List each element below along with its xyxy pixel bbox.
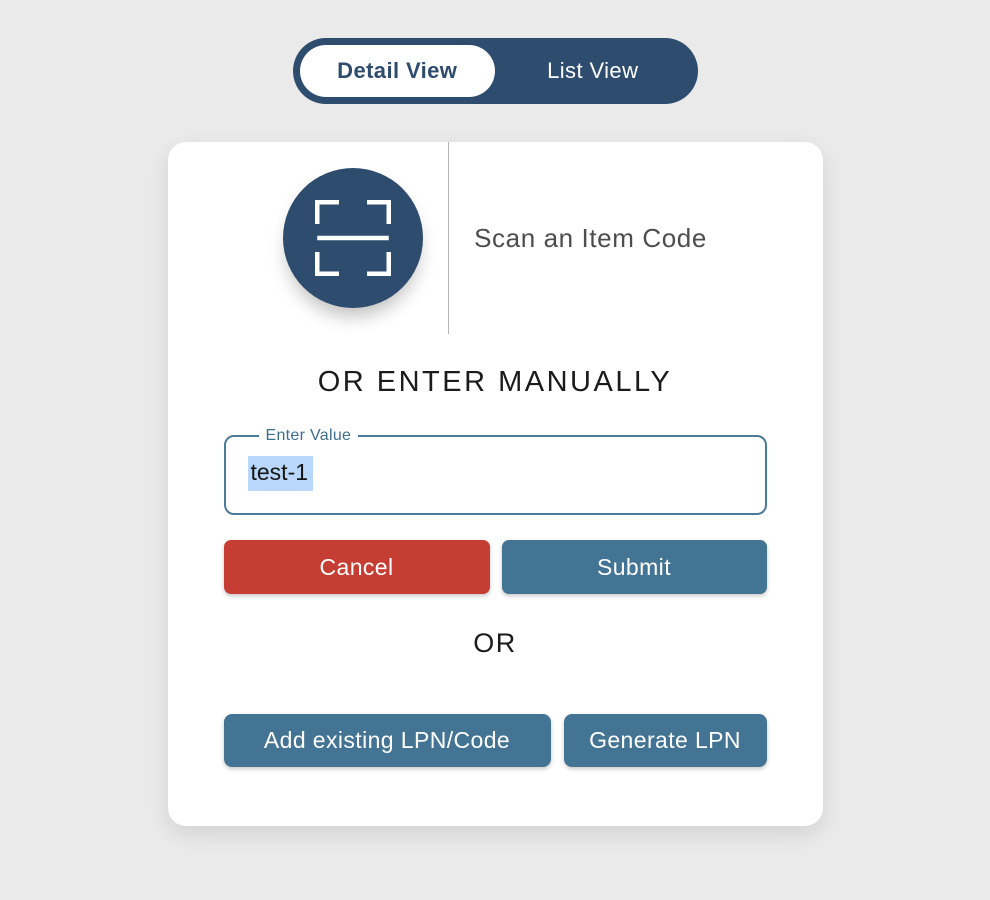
generate-lpn-button[interactable]: Generate LPN (563, 714, 767, 767)
page: Detail View List View Scan an Item Code … (0, 38, 990, 900)
enter-value-field-label: Enter Value (258, 426, 359, 446)
form-actions: Cancel Submit (223, 540, 767, 594)
scan-icon (283, 168, 424, 308)
cancel-button[interactable]: Cancel (223, 540, 490, 594)
tab-list-view[interactable]: List View (495, 45, 691, 97)
enter-value-field[interactable]: Enter Value test-1 (223, 426, 767, 515)
add-existing-lpn-button[interactable]: Add existing LPN/Code (223, 714, 551, 767)
enter-value-field-value: test-1 (247, 456, 314, 491)
scan-section: Scan an Item Code (224, 142, 767, 334)
tab-detail-view[interactable]: Detail View (299, 45, 495, 97)
submit-button[interactable]: Submit (501, 540, 767, 594)
selected-field-text: test-1 (247, 456, 314, 491)
scan-frame-icon (315, 200, 392, 276)
vertical-divider (448, 142, 450, 334)
or-separator: OR (473, 628, 517, 658)
lpn-actions: Add existing LPN/Code Generate LPN (223, 714, 767, 767)
scan-instruction-label: Scan an Item Code (474, 222, 707, 253)
manual-entry-heading: OR ENTER MANUALLY (317, 366, 673, 398)
view-toggle: Detail View List View (292, 38, 698, 104)
scan-card: Scan an Item Code OR ENTER MANUALLY Ente… (167, 142, 823, 826)
